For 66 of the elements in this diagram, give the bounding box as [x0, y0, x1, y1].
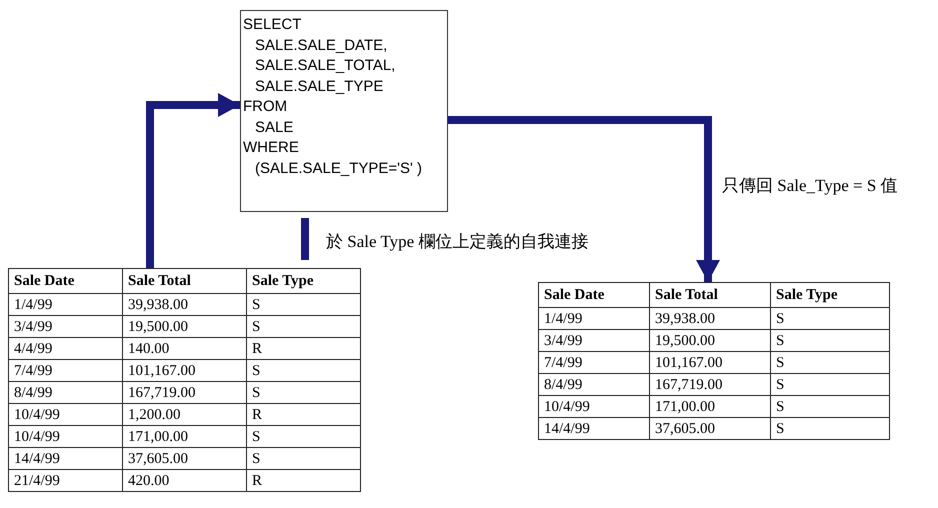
table-cell: 39,938.00 — [122, 294, 246, 316]
sql-query-box — [240, 10, 448, 212]
table-cell: 8/4/99 — [8, 382, 122, 404]
column-header: Sale Type — [770, 282, 890, 308]
table-cell: 19,500.00 — [650, 330, 770, 352]
sql-line: FROM — [243, 97, 288, 117]
sql-line: WHERE — [243, 138, 299, 158]
table-cell: S — [246, 294, 360, 316]
table-cell: S — [246, 316, 360, 338]
sql-line: SALE — [254, 118, 294, 138]
table-cell: S — [770, 308, 890, 330]
table-cell: 14/4/99 — [538, 418, 650, 440]
data-table — [8, 268, 361, 492]
column-header: Sale Type — [246, 268, 360, 294]
table-cell: S — [770, 330, 890, 352]
table-cell: S — [246, 360, 360, 382]
column-header: Sale Date — [8, 268, 122, 294]
table-cell: 4/4/99 — [8, 338, 122, 360]
sql-line: SALE.SALE_TOTAL, — [254, 56, 396, 76]
table-cell: 37,605.00 — [650, 418, 770, 440]
table-cell: 101,167.00 — [650, 352, 770, 374]
sql-line: (SALE.SALE_TYPE='S' ) — [254, 158, 422, 178]
column-header: Sale Total — [122, 268, 246, 294]
table-cell: S — [770, 352, 890, 374]
data-table — [538, 282, 890, 440]
table-cell: 140.00 — [122, 338, 246, 360]
table-cell: 7/4/99 — [538, 352, 650, 374]
table-cell: R — [246, 338, 360, 360]
table-cell: 3/4/99 — [8, 316, 122, 338]
table-cell: R — [246, 470, 360, 492]
column-header: Sale Total — [650, 282, 770, 308]
table-cell: 1/4/99 — [538, 308, 650, 330]
table-cell: 1/4/99 — [8, 294, 122, 316]
table-cell: 37,605.00 — [122, 448, 246, 470]
table-cell: 8/4/99 — [538, 374, 650, 396]
table-cell: 10/4/99 — [8, 426, 122, 448]
table-cell: 171,00.00 — [650, 396, 770, 418]
table-cell: 167,719.00 — [122, 382, 246, 404]
edge-label: 於 Sale Type 欄位上定義的自我連接 — [324, 230, 590, 253]
table-cell: 10/4/99 — [538, 396, 650, 418]
table-cell: 101,167.00 — [122, 360, 246, 382]
sql-line: SALE.SALE_TYPE — [254, 76, 384, 96]
table-cell: 167,719.00 — [650, 374, 770, 396]
table-cell: 14/4/99 — [8, 448, 122, 470]
table-cell: S — [246, 426, 360, 448]
table-cell: S — [770, 396, 890, 418]
table-cell: 171,00.00 — [122, 426, 246, 448]
sql-line: SALE.SALE_DATE, — [254, 36, 388, 56]
connector-line — [301, 218, 309, 260]
table-cell: 21/4/99 — [8, 470, 122, 492]
table-cell: 7/4/99 — [8, 360, 122, 382]
arrow — [448, 116, 720, 282]
table-cell: 19,500.00 — [122, 316, 246, 338]
table-cell: 1,200.00 — [122, 404, 246, 426]
table-cell: 39,938.00 — [650, 308, 770, 330]
sql-line: SELECT — [243, 15, 302, 35]
table-cell: 420.00 — [122, 470, 246, 492]
table-cell: R — [246, 404, 360, 426]
table-cell: S — [246, 448, 360, 470]
table-cell: S — [770, 374, 890, 396]
arrow — [146, 93, 240, 268]
table-cell: S — [246, 382, 360, 404]
table-cell: 10/4/99 — [8, 404, 122, 426]
column-header: Sale Date — [538, 282, 650, 308]
table-cell: S — [770, 418, 890, 440]
table-cell: 3/4/99 — [538, 330, 650, 352]
